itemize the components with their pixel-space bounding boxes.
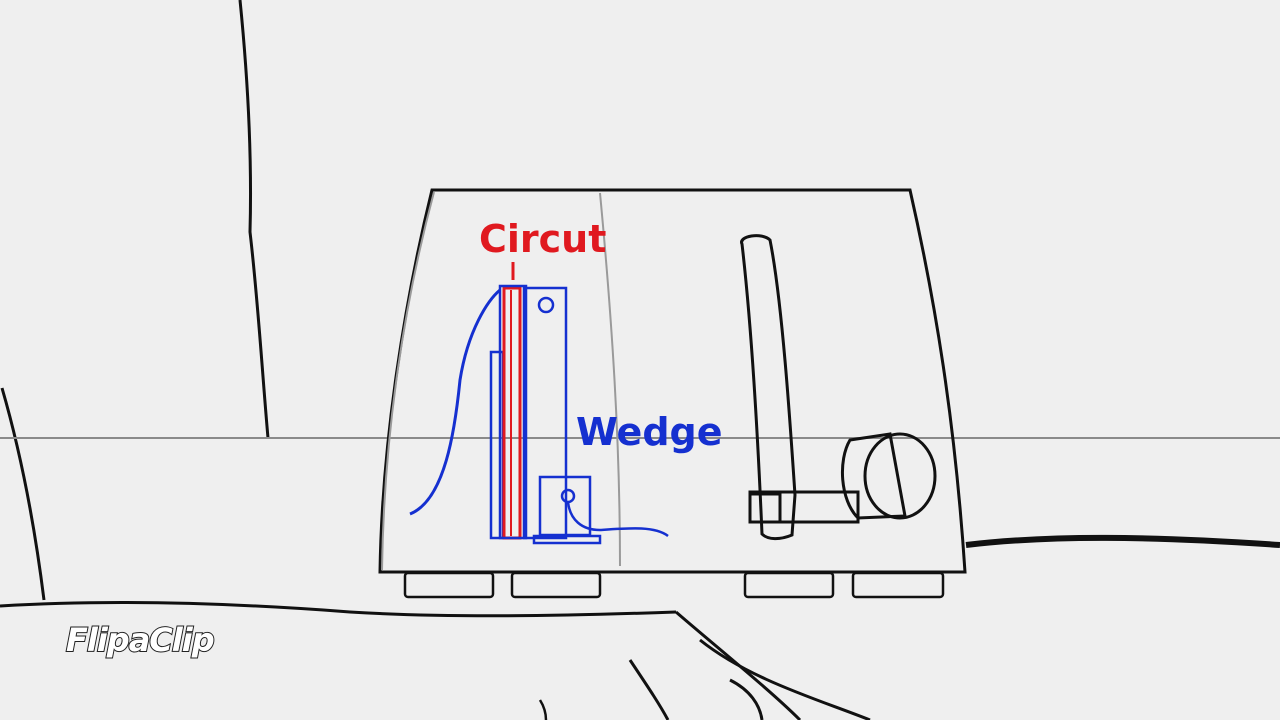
toaster-foot-2 xyxy=(510,571,602,599)
power-cord xyxy=(965,534,1280,548)
foreground-fold-5 xyxy=(538,699,548,720)
foreground-fold-2 xyxy=(699,638,871,720)
mechanism-frame xyxy=(498,284,528,540)
toaster-center-contour xyxy=(599,192,621,567)
background-line-left xyxy=(238,0,270,439)
lever-slot xyxy=(740,234,797,541)
heating-wire xyxy=(409,288,501,516)
wedge-spring xyxy=(566,501,669,538)
foreground-table-edge xyxy=(0,601,677,618)
foreground-fold-3 xyxy=(628,659,670,720)
mechanism-base xyxy=(532,534,602,545)
circuit-label: Circut xyxy=(479,217,607,261)
mechanism-arm xyxy=(522,286,568,540)
toaster-foot-4 xyxy=(851,571,945,599)
lever-handle xyxy=(748,490,860,524)
lever-handle-front xyxy=(748,492,782,524)
arm-pivot xyxy=(537,296,555,314)
wedge-label: Wedge xyxy=(576,410,723,454)
toaster-foot-1 xyxy=(403,571,495,599)
foreground-fold-4 xyxy=(729,678,764,720)
toaster-foot-3 xyxy=(743,571,835,599)
flipaclip-watermark: FlipaClip xyxy=(65,621,216,659)
background-line-far-left xyxy=(0,387,46,601)
dial-knob xyxy=(863,432,937,520)
wedge-pivot xyxy=(560,488,576,504)
toaster-body xyxy=(378,188,967,574)
dial-knob-side xyxy=(840,432,907,520)
toaster-left-contour xyxy=(381,191,435,571)
